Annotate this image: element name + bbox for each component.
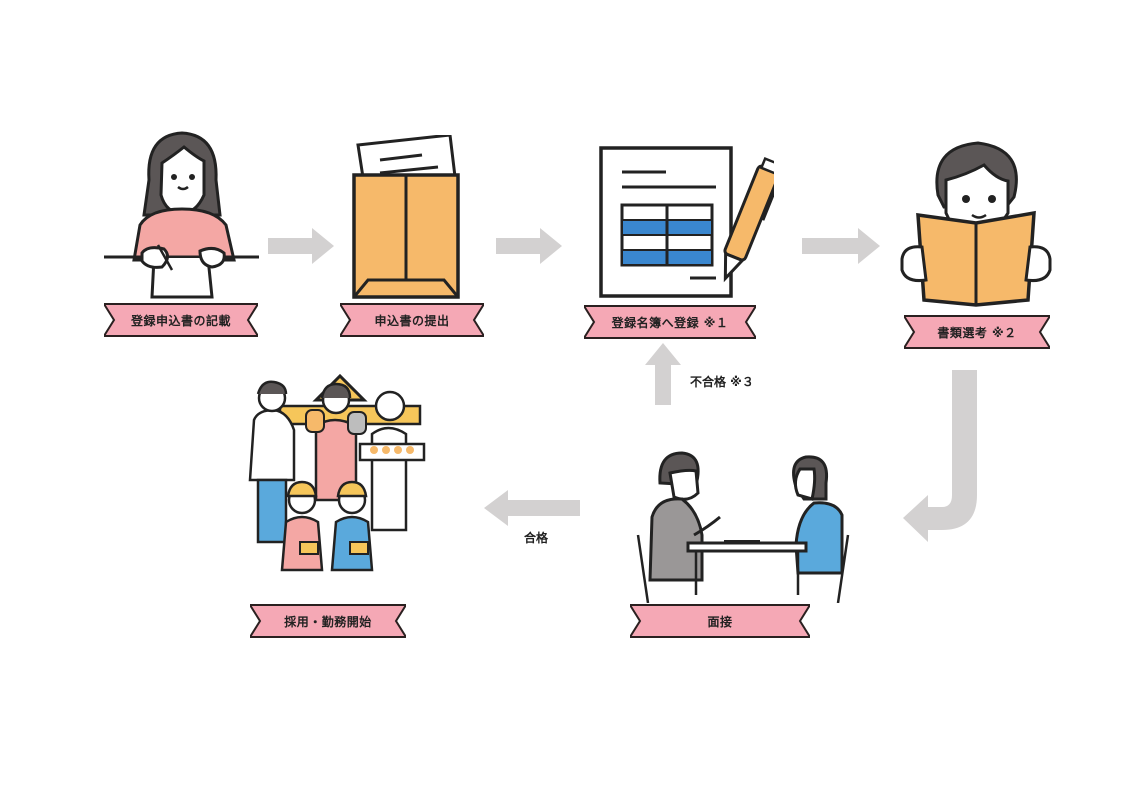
step-label-submit-application: 申込書の提出 — [340, 303, 484, 337]
step-label-hire-start: 採用・勤務開始 — [250, 604, 406, 638]
step-label-interview: 面接 — [630, 604, 810, 638]
document-pen-icon — [598, 145, 774, 300]
woman-writing-icon — [104, 125, 264, 300]
arrow-curved-down-left — [903, 370, 977, 542]
arrow-up-fail — [645, 343, 681, 405]
boy-reading-icon — [896, 135, 1056, 307]
arrow-right-1 — [268, 228, 334, 264]
fail-label: 不合格 ※３ — [690, 375, 754, 389]
interview-icon — [628, 445, 858, 603]
staff-group-icon — [244, 370, 428, 598]
arrow-right-2 — [496, 228, 562, 264]
step-label-fill-application: 登録申込書の記載 — [104, 303, 258, 337]
envelope-icon — [350, 135, 462, 300]
pass-label: 合格 — [524, 531, 549, 545]
step-label-document-screening: 書類選考 ※２ — [904, 315, 1050, 349]
arrow-left-pass — [484, 490, 580, 526]
step-label-register-list: 登録名簿へ登録 ※１ — [584, 305, 756, 339]
arrow-right-3 — [802, 228, 880, 264]
